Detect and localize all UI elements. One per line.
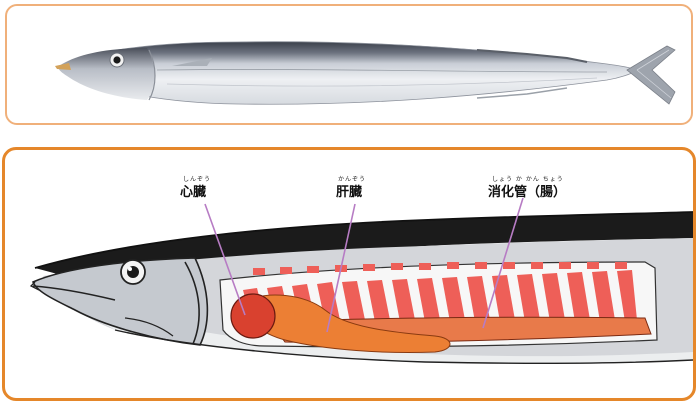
- saury-anatomy-illustration: [29, 197, 693, 365]
- liver-pointer-line: [326, 203, 356, 333]
- digestive-pointer-line: [482, 197, 524, 329]
- liver-label: 肝臓: [336, 185, 363, 200]
- heart-pointer-line: [204, 203, 246, 316]
- saury-photo: [55, 41, 676, 105]
- digestive-label: 消化管（腸）: [488, 185, 567, 200]
- fish-head: [31, 257, 209, 346]
- photo-panel: [5, 4, 693, 125]
- liver-ruby: かんぞう: [338, 176, 367, 183]
- heart-ruby: しんぞう: [183, 176, 212, 183]
- anatomy-panel: しんぞう 心臓 かんぞう 肝臓 しょう か かん ちょう 消化管（腸）: [2, 147, 696, 401]
- digestive-ruby: しょう か かん ちょう: [492, 176, 564, 183]
- heart-organ: [230, 293, 276, 339]
- liver-organ: [242, 294, 451, 353]
- heart-label: 心臓: [180, 185, 207, 200]
